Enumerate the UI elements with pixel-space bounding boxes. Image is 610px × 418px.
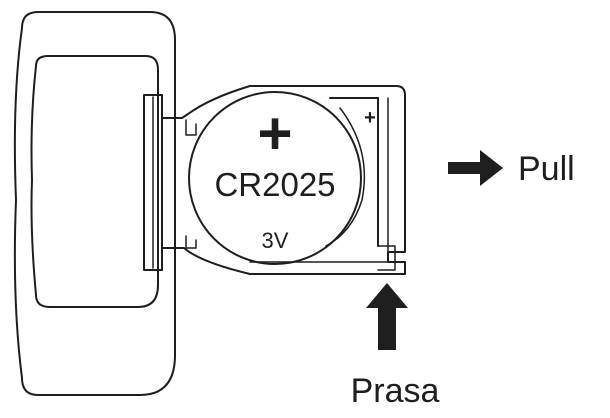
- device-body-inner-panel: [30, 55, 159, 308]
- tray-latch-notch: [377, 245, 396, 271]
- battery-voltage-label: 3V: [262, 228, 289, 253]
- device-body-outline: [13, 11, 176, 396]
- arrow-right-icon: [448, 150, 503, 186]
- arrow-up-icon: [366, 283, 408, 350]
- battery-polarity-label: +: [257, 100, 292, 167]
- pull-label: Pull: [518, 150, 575, 188]
- battery-tray-outline: [161, 85, 406, 275]
- tray-slot-frame: [143, 94, 163, 271]
- tray-spring-curve: [325, 107, 366, 247]
- tray-clip-top: [185, 119, 197, 136]
- tray-clip-bottom: [185, 235, 197, 249]
- holder-polarity-label: +: [364, 107, 376, 129]
- coin-battery: [188, 91, 362, 265]
- tray-spring-contact: [329, 97, 379, 247]
- battery-model-label: CR2025: [214, 166, 335, 203]
- latch-label: Prasa: [351, 372, 440, 410]
